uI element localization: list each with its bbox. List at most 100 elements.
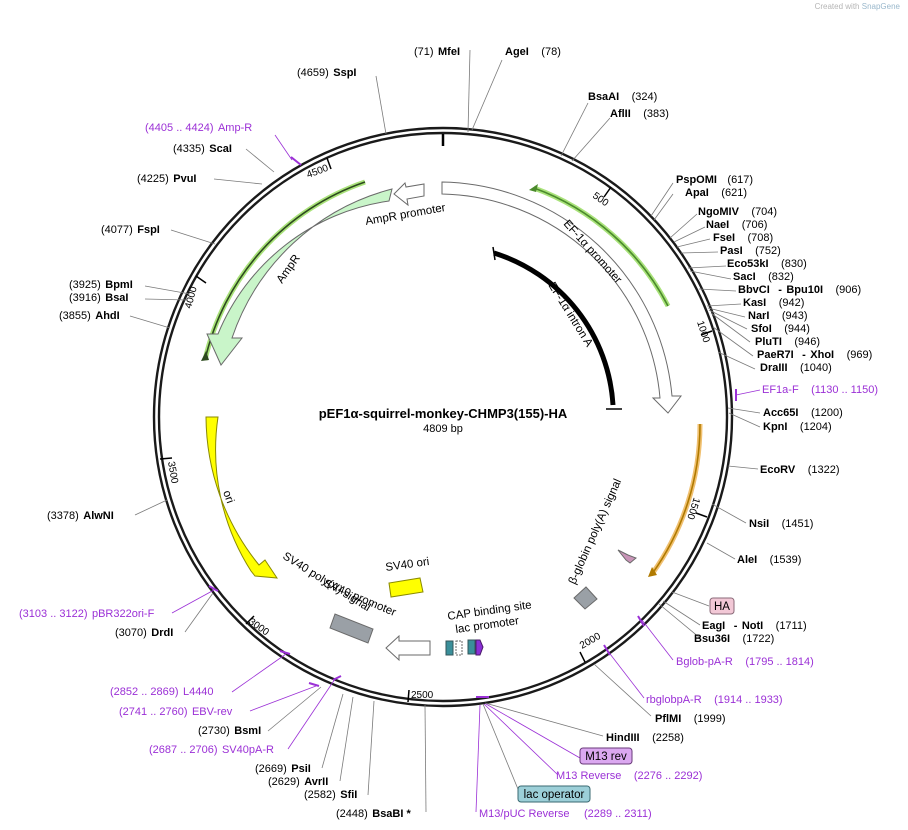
site-saci: SacI (832) bbox=[733, 267, 794, 284]
site-apai: ApaI (621) bbox=[685, 183, 747, 200]
ef1a-green-line bbox=[533, 187, 669, 307]
plasmid-size: 4809 bp bbox=[423, 423, 463, 435]
site-psii: (2669) PsiI bbox=[255, 759, 311, 776]
tick-label-3500: 3500 bbox=[165, 461, 180, 485]
site-pflmi: PflMI (1999) bbox=[655, 709, 726, 726]
tick-label-4000: 4000 bbox=[183, 285, 199, 310]
ha-tag-arrow bbox=[617, 549, 637, 564]
site-mfei: (71) MfeI bbox=[414, 42, 460, 59]
tick-2500 bbox=[407, 689, 410, 703]
m13-rev-label: M13 rev bbox=[585, 751, 627, 763]
primer-bglobpar: Bglob-pA-R (1795 .. 1814) bbox=[676, 652, 814, 669]
site-eagi: EagI - NotI (1711) bbox=[702, 616, 807, 633]
site-agei: AgeI (78) bbox=[505, 42, 561, 59]
ampr-promoter-arrow bbox=[393, 182, 425, 207]
plasmid-name: pEF1α-squirrel-monkey-CHMP3(155)-HA bbox=[319, 406, 568, 421]
site-bsabi: (2448) BsaBI * bbox=[336, 804, 411, 821]
lac-promoter-box bbox=[455, 640, 463, 656]
leader-lines bbox=[129, 49, 761, 813]
primer-ef1af: EF1a-F (1130 .. 1150) bbox=[762, 380, 878, 397]
tick-500 bbox=[603, 186, 612, 198]
site-ngomiv: NgoMIV (704) bbox=[698, 202, 777, 219]
tick-label-2000: 2000 bbox=[578, 631, 603, 652]
cap-site-box bbox=[445, 640, 454, 656]
tick-2000 bbox=[579, 651, 586, 663]
bglobin-polya-arrow bbox=[651, 423, 701, 575]
sv40-ori-label: SV40 ori bbox=[385, 556, 430, 574]
site-bsaai: BsaAI (324) bbox=[588, 87, 657, 104]
site-paer7i: PaeR7I - XhoI (969) bbox=[757, 345, 872, 362]
site-pasi: PasI (752) bbox=[720, 241, 781, 258]
primer-m13puc: M13/pUC Reverse (2289 .. 2311) bbox=[479, 804, 652, 821]
ef1a-intron-label: EF-1α intron A bbox=[545, 280, 594, 349]
site-sspi: (4659) SspI bbox=[297, 63, 356, 80]
site-pvui: (4225) PvuI bbox=[137, 169, 196, 186]
ampr-promoter-label: AmpR promoter bbox=[364, 202, 446, 228]
primer-ebvrev: (2741 .. 2760) EBV-rev bbox=[119, 702, 233, 719]
snapgene-brand: SnapGene bbox=[861, 2, 900, 11]
ef1a-intron-start bbox=[492, 246, 496, 261]
site-fsei: FseI (708) bbox=[713, 228, 773, 245]
site-scai: (4335) ScaI bbox=[173, 139, 232, 156]
tick-3000 bbox=[245, 615, 255, 625]
site-kasi: KasI (942) bbox=[743, 293, 804, 310]
credit-label: Created with SnapGene bbox=[814, 2, 900, 11]
ampr-arrow bbox=[206, 188, 393, 366]
site-nsii: NsiI (1451) bbox=[749, 514, 813, 531]
site-bbvci: BbvCI - Bpu10I (906) bbox=[738, 280, 861, 297]
backbone-outer bbox=[152, 126, 734, 708]
tick-label-2500: 2500 bbox=[411, 690, 434, 701]
tick-1000 bbox=[700, 330, 713, 336]
site-bsmi: (2730) BsmI bbox=[198, 721, 261, 738]
site-aflii: AflII (383) bbox=[610, 104, 669, 121]
site-ahdi: (3855) AhdI bbox=[59, 306, 120, 323]
site-fspi: (4077) FspI bbox=[101, 220, 160, 237]
site-alei: AleI (1539) bbox=[737, 550, 801, 567]
site-pluti: PluTI (946) bbox=[755, 332, 820, 349]
tick-4500 bbox=[326, 157, 332, 170]
primer-mark-ebvrev bbox=[308, 682, 320, 687]
primer-rbglobpar: rbglobpA-R (1914 .. 1933) bbox=[646, 690, 783, 707]
ef1a-intron-arc bbox=[493, 250, 616, 406]
ha-label: HA bbox=[714, 601, 730, 613]
ampr-green-line bbox=[204, 181, 366, 361]
site-bsai: (3916) BsaI bbox=[69, 288, 129, 305]
site-naei: NaeI (706) bbox=[706, 215, 767, 232]
primer-mark-bglobpar bbox=[637, 615, 645, 627]
site-sfii: (2582) SfiI bbox=[304, 785, 357, 802]
tick-label-1000: 1000 bbox=[694, 320, 711, 345]
m13-rev-arrow bbox=[475, 639, 484, 656]
site-sfoi: SfoI (944) bbox=[751, 319, 810, 336]
site-bsu36i: Bsu36I (1722) bbox=[694, 629, 774, 646]
ef1a-promoter-arrow bbox=[441, 181, 683, 414]
site-hindiii: HindIII (2258) bbox=[606, 728, 684, 745]
sv40-promoter-arrow bbox=[385, 634, 431, 662]
site-kpni: KpnI (1204) bbox=[763, 417, 832, 434]
lac-operator-label: lac operator bbox=[524, 789, 585, 801]
bglobin-polya-label: β-globin poly(A) signal bbox=[567, 477, 624, 586]
bglobin-intron-box bbox=[573, 586, 598, 610]
site-eco53ki: Eco53kI (830) bbox=[727, 254, 807, 271]
site-nari: NarI (943) bbox=[748, 306, 808, 323]
primer-m13reverse: M13 Reverse (2276 .. 2292) bbox=[556, 766, 702, 783]
primer-l4440: (2852 .. 2869) L4440 bbox=[110, 682, 214, 699]
tick-1500 bbox=[695, 512, 708, 518]
lac-operator-tag bbox=[517, 785, 591, 803]
lac-operator-box bbox=[467, 639, 476, 655]
primer-sv40par: (2687 .. 2706) SV40pA-R bbox=[149, 740, 274, 757]
ori-label: ori bbox=[220, 489, 236, 505]
primer-mark-l4440 bbox=[279, 650, 291, 655]
ef1a-promoter-label: EF-1α promoter bbox=[561, 218, 624, 286]
site-acc65i: Acc65I (1200) bbox=[763, 403, 843, 420]
sv40-ori-box bbox=[388, 577, 424, 598]
sv40-polya-box bbox=[329, 613, 374, 644]
ori-arrow bbox=[205, 416, 278, 579]
site-ecorv: EcoRV (1322) bbox=[760, 460, 840, 477]
backbone-inner bbox=[157, 131, 729, 703]
primer-pbr322ori: (3103 .. 3122) pBR322ori-F bbox=[19, 604, 155, 621]
site-bpmi: (3925) BpmI bbox=[69, 275, 133, 292]
site-avrii: (2629) AvrII bbox=[268, 772, 328, 789]
site-pspomi: PspOMI (617) bbox=[676, 170, 753, 187]
tick-label-3000: 3000 bbox=[246, 616, 271, 638]
